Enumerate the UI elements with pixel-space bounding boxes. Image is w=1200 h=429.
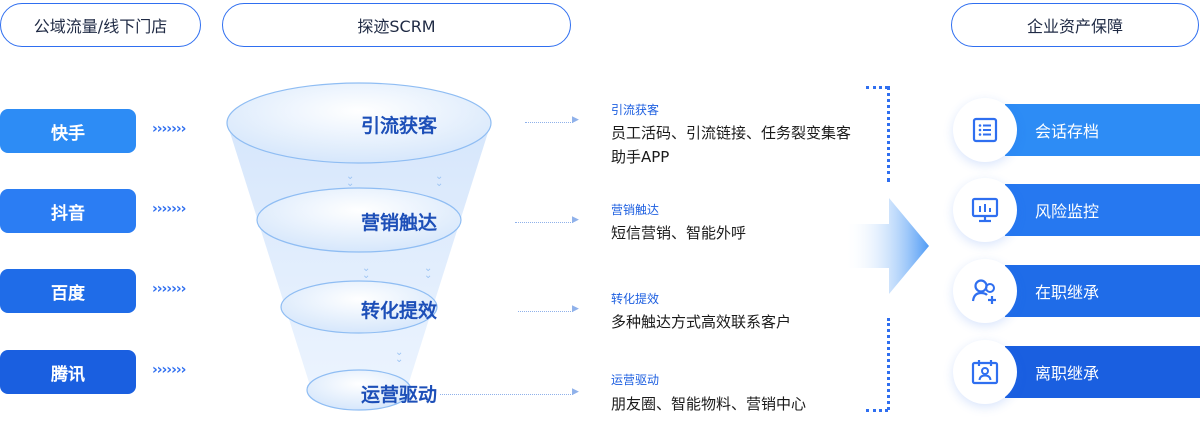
connector-arrow-icon: ▶ xyxy=(572,387,579,397)
down-arrow-icon: ⌄ xyxy=(395,347,403,358)
funnel-ellipse-2 xyxy=(256,187,462,253)
header-traffic-sources-label: 公域流量/线下门店 xyxy=(33,17,168,36)
funnel-label-operate: 运营驱动 xyxy=(360,384,437,406)
chevron-arrow-icon: ››››››› xyxy=(152,362,186,378)
bracket-upper xyxy=(887,86,890,182)
header-asset-protection: 企业资产保障 xyxy=(951,3,1199,47)
feature-icon-circle xyxy=(953,178,1017,242)
source-label: 腾讯 xyxy=(51,364,85,385)
stage-body-operate: 朋友圈、智能物料、营销中心 xyxy=(611,395,807,413)
funnel-ellipse-4 xyxy=(306,369,412,411)
down-arrow-icon: ⌄ xyxy=(435,178,443,189)
document-list-icon xyxy=(972,117,998,143)
feature-label: 会话存档 xyxy=(1035,122,1100,141)
funnel-ellipse-3 xyxy=(280,280,438,334)
down-arrow-icon: ⌄ xyxy=(346,178,354,189)
feature-icon-circle xyxy=(953,259,1017,323)
down-arrow-icon: ⌄ xyxy=(395,354,403,365)
right-arrow-icon xyxy=(845,198,929,294)
connector-arrow-icon: ▶ xyxy=(572,215,579,225)
feature-label: 风险监控 xyxy=(1035,202,1100,221)
stage-title-acquire: 引流获客 xyxy=(611,103,660,117)
chevron-arrow-icon: ››››››› xyxy=(152,281,186,297)
feature-chat-archive: 会话存档 xyxy=(1005,104,1200,156)
bracket-bottom xyxy=(866,409,888,412)
source-label: 百度 xyxy=(51,283,85,304)
header-traffic-sources: 公域流量/线下门店 xyxy=(0,3,201,47)
stage-title-operate: 运营驱动 xyxy=(611,373,660,387)
funnel-label-acquire: 引流获客 xyxy=(360,115,437,137)
funnel-graphic: ⌄ ⌄ ⌄ ⌄ ⌄ ⌄ ⌄ ⌄ ⌄ ⌄ xyxy=(226,82,492,411)
stage-body-reach: 短信营销、智能外呼 xyxy=(611,224,747,242)
funnel-ellipse-1 xyxy=(226,82,492,164)
header-scrm-label: 探迹SCRM xyxy=(357,17,436,36)
connector-line xyxy=(525,122,573,123)
connector-arrow-icon: ▶ xyxy=(572,304,579,314)
stage-title-convert: 转化提效 xyxy=(611,292,660,306)
source-kuaishou: 快手 xyxy=(0,109,136,153)
stage-body-convert: 多种触达方式高效联系客户 xyxy=(611,313,792,331)
stage-body-acquire: 员工活码、引流链接、任务裂变集客助手APP xyxy=(611,124,852,166)
feature-label: 在职继承 xyxy=(1035,283,1100,302)
chevron-arrow-icon: ››››››› xyxy=(152,201,186,217)
chevron-arrow-icon: ››››››› xyxy=(152,121,186,137)
bracket-lower xyxy=(887,318,890,410)
down-arrow-icon: ⌄ xyxy=(435,171,443,182)
feature-resign-inherit: 离职继承 xyxy=(1005,346,1200,398)
connector-line xyxy=(515,222,573,223)
user-add-icon xyxy=(971,279,996,304)
feature-risk-monitor: 风险监控 xyxy=(1005,184,1200,236)
down-arrow-icon: ⌄ xyxy=(346,171,354,182)
feature-icon-circle xyxy=(953,340,1017,404)
feature-onjob-inherit: 在职继承 xyxy=(1005,265,1200,317)
calendar-user-icon xyxy=(971,360,999,385)
monitor-chart-icon xyxy=(971,197,999,223)
down-arrow-icon: ⌄ xyxy=(424,263,432,274)
source-label: 抖音 xyxy=(51,203,85,224)
stage-title-reach: 营销触达 xyxy=(611,203,660,217)
connector-line xyxy=(518,311,573,312)
source-tencent: 腾讯 xyxy=(0,350,136,394)
funnel-body xyxy=(227,123,491,408)
down-arrow-icon: ⌄ xyxy=(424,270,432,281)
feature-icon-circle xyxy=(953,98,1017,162)
bracket-top xyxy=(866,86,888,89)
header-asset-protection-label: 企业资产保障 xyxy=(1026,17,1123,36)
funnel-label-reach: 营销触达 xyxy=(360,212,437,234)
funnel-label-convert: 转化提效 xyxy=(360,300,437,322)
down-arrow-icon: ⌄ xyxy=(362,263,370,274)
header-scrm: 探迹SCRM xyxy=(222,3,571,47)
connector-line xyxy=(440,394,573,395)
down-arrow-icon: ⌄ xyxy=(362,270,370,281)
connector-arrow-icon: ▶ xyxy=(572,115,579,125)
source-baidu: 百度 xyxy=(0,269,136,313)
source-label: 快手 xyxy=(51,123,85,144)
feature-label: 离职继承 xyxy=(1035,364,1100,383)
source-douyin: 抖音 xyxy=(0,189,136,233)
